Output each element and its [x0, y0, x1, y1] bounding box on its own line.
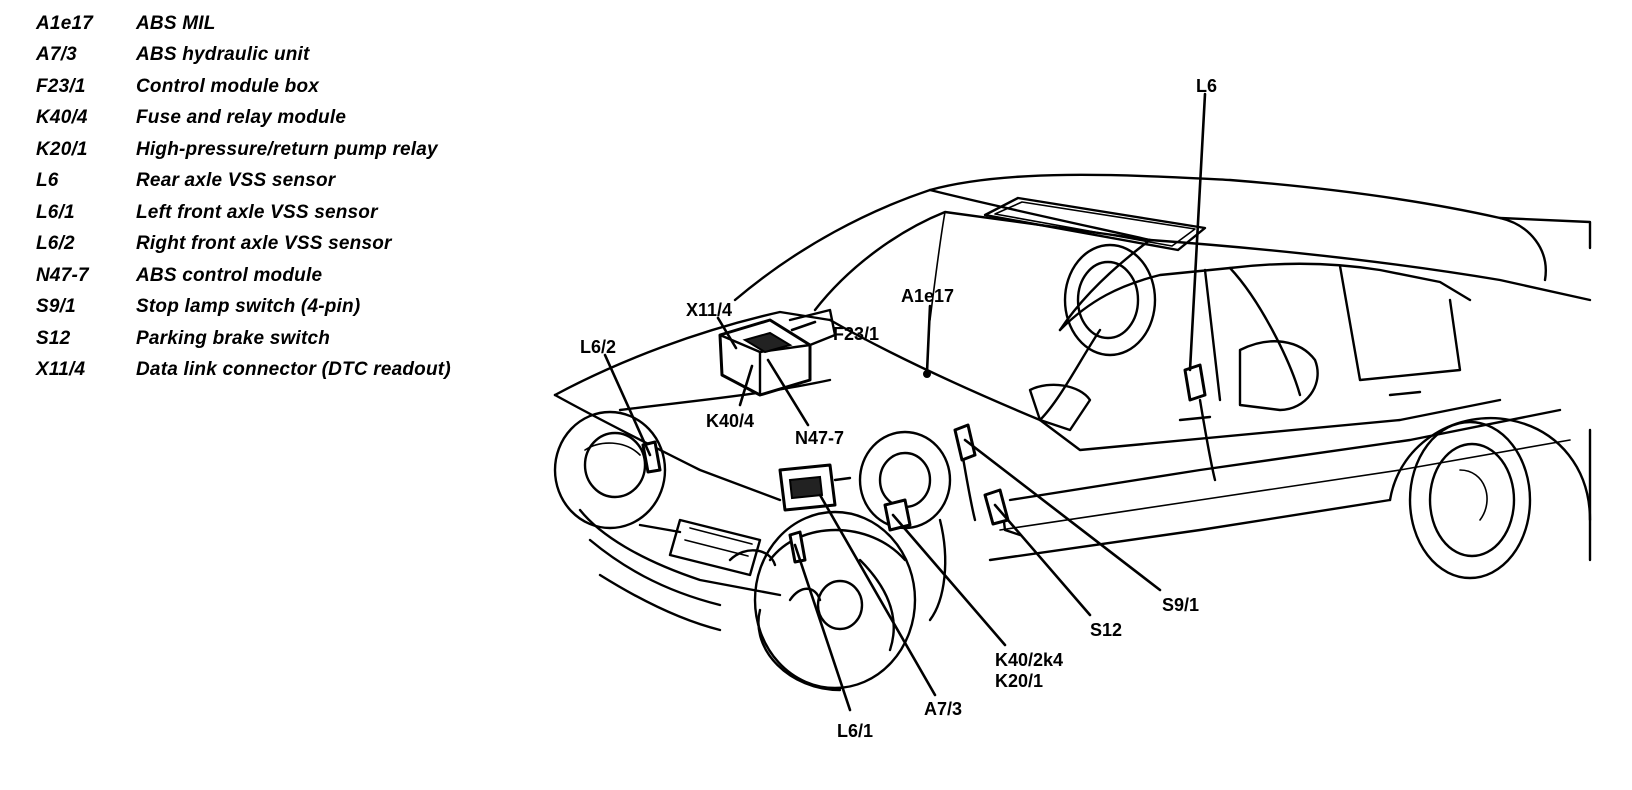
legend-item: X11/4 Data link connector (DTC readout) [36, 355, 451, 387]
legend-item: L6/1 Left front axle VSS sensor [36, 197, 451, 229]
legend-description: ABS MIL [136, 12, 216, 34]
callout-x11-4: X11/4 [686, 300, 732, 320]
legend-description: Parking brake switch [136, 327, 331, 349]
callout-a7-3: A7/3 [924, 699, 962, 719]
callout-k40-2k4: K40/2k4 [995, 650, 1063, 670]
legend-item: S9/1 Stop lamp switch (4-pin) [36, 292, 451, 324]
legend-code: X11/4 [36, 359, 86, 381]
legend-code: L6/2 [36, 233, 75, 255]
legend-code: L6 [36, 170, 59, 192]
legend-code: K40/4 [36, 107, 88, 129]
legend-code: L6/1 [36, 201, 75, 223]
legend-description: ABS control module [136, 264, 323, 286]
legend-item: A1e17 ABS MIL [36, 8, 451, 40]
callout-l6-2: L6/2 [580, 337, 616, 357]
legend-item: L6/2 Right front axle VSS sensor [36, 229, 451, 261]
callout-s12: S12 [1090, 620, 1122, 640]
control-module-box [718, 308, 837, 397]
legend-code: S9/1 [36, 296, 76, 318]
callout-n47-7: N47-7 [795, 428, 844, 448]
legend-description: Fuse and relay module [136, 107, 347, 129]
legend-description: Rear axle VSS sensor [136, 170, 336, 192]
legend-description: ABS hydraulic unit [136, 44, 310, 66]
legend-code: N47-7 [36, 264, 89, 286]
legend-item: N47-7 ABS control module [36, 260, 451, 292]
callout-s9-1: S9/1 [1162, 595, 1199, 615]
legend-description: Data link connector (DTC readout) [136, 359, 451, 381]
callout-k20-1: K20/1 [995, 671, 1043, 691]
callout-f23-1: F23/1 [833, 324, 879, 344]
stop-lamp-switch [953, 423, 977, 462]
legend-item: L6 Rear axle VSS sensor [36, 166, 451, 198]
legend-description: Left front axle VSS sensor [136, 201, 378, 223]
leader-lines [603, 92, 1207, 712]
callout-l6-1: L6/1 [837, 721, 873, 741]
legend-description: Stop lamp switch (4-pin) [136, 296, 361, 318]
car-illustration [553, 173, 1592, 692]
legend-description: Control module box [136, 75, 320, 97]
legend-code: S12 [36, 327, 71, 349]
abs-hydraulic-unit [778, 463, 852, 512]
callout-l6: L6 [1196, 76, 1217, 96]
legend-item: S12 Parking brake switch [36, 323, 451, 355]
legend-item: A7/3 ABS hydraulic unit [36, 40, 451, 72]
legend-item: F23/1 Control module box [36, 71, 451, 103]
left-front-vss-sensor [788, 530, 807, 564]
callout-labels: L6 A1e17 X11/4 F23/1 L6/2 K40/4 N47-7 S9… [580, 76, 1217, 741]
legend-code: K20/1 [36, 138, 88, 160]
legend-description: Right front axle VSS sensor [136, 233, 392, 255]
indicator-dot [923, 370, 931, 378]
legend-description: High-pressure/return pump relay [136, 138, 438, 160]
legend-item: K20/1 High-pressure/return pump relay [36, 134, 451, 166]
pump-relay [883, 498, 912, 532]
legend-item: K40/4 Fuse and relay module [36, 103, 451, 135]
component-legend: A1e17 ABS MIL A7/3 ABS hydraulic unit F23/… [36, 8, 451, 386]
callout-k40-4: K40/4 [706, 411, 754, 431]
legend-code: A1e17 [36, 12, 93, 34]
callout-a1e17: A1e17 [901, 286, 954, 306]
legend-code: F23/1 [36, 75, 86, 97]
legend-code: A7/3 [36, 44, 77, 66]
